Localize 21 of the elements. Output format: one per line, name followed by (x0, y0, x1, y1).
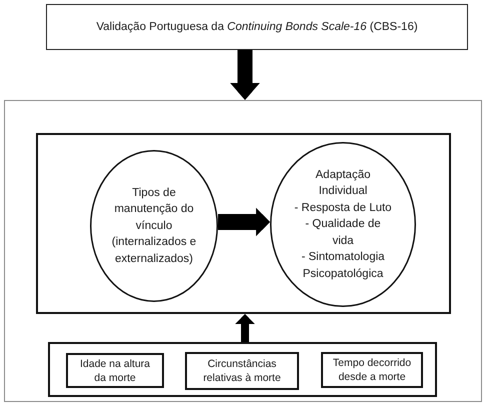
node-text: Tipos de manutenção do vínculo (internalizados e externalizados) (110, 186, 198, 267)
list-item: - Resposta de Luto (294, 200, 392, 216)
node-heading: Adaptação Individual (314, 168, 372, 200)
node-text: Idade na altura da morte (78, 356, 152, 384)
node-text: Circunstâncias relativas à morte (202, 357, 282, 385)
inner-frame (36, 133, 451, 314)
outer-frame (4, 100, 482, 402)
heading-box (46, 4, 468, 50)
list-item: - Sintomatologia Psicopatológica (300, 250, 386, 282)
list-item: - Qualidade de vida (304, 217, 382, 249)
node-text: Validação Portuguesa da Continuing Bonds Scale-16 (CBS-16) (96, 20, 418, 34)
factor-box (185, 352, 299, 390)
block-arrow (235, 314, 255, 342)
block-arrow (218, 208, 270, 236)
factor-box (321, 352, 423, 388)
circle-node (270, 142, 416, 307)
block-arrow (230, 50, 260, 100)
circle-node (90, 150, 218, 302)
node-text: Tempo decorrido desde a morte (332, 356, 412, 384)
factor-box (66, 353, 164, 388)
factor-group-box (48, 342, 437, 397)
